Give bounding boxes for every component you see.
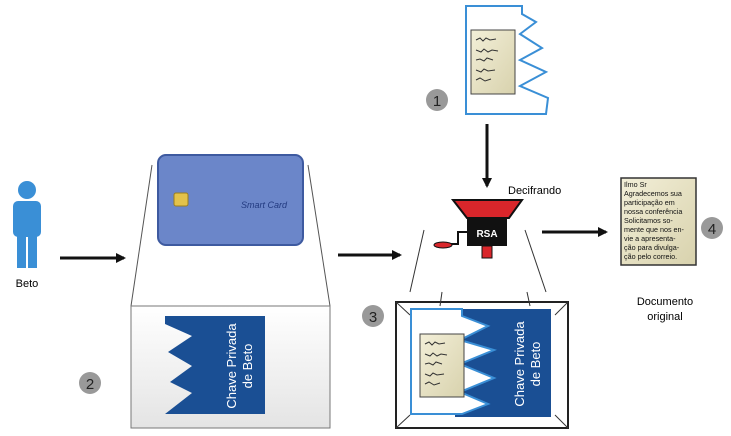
original-document-caption-1: Documento bbox=[637, 296, 693, 308]
svg-text:mente que nos en-: mente que nos en- bbox=[624, 225, 685, 234]
svg-text:4: 4 bbox=[708, 221, 716, 238]
svg-text:RSA: RSA bbox=[476, 229, 497, 240]
svg-text:vie a apresenta-: vie a apresenta- bbox=[624, 234, 676, 243]
svg-text:1: 1 bbox=[433, 93, 441, 110]
step-4-badge: 4 bbox=[701, 217, 723, 239]
private-key-box: Chave Privada de Beto bbox=[130, 305, 331, 429]
smart-card-icon: Smart Card bbox=[130, 154, 331, 307]
svg-text:de Beto: de Beto bbox=[240, 344, 255, 389]
svg-text:de Beto: de Beto bbox=[528, 342, 543, 387]
svg-text:3: 3 bbox=[369, 309, 377, 326]
svg-text:ção para divulga-: ção para divulga- bbox=[624, 243, 680, 252]
rsa-machine-icon: RSA bbox=[409, 199, 547, 293]
step-2-badge: 2 bbox=[79, 372, 101, 394]
private-key-icon bbox=[165, 316, 265, 414]
original-document-caption-2: original bbox=[647, 311, 682, 323]
step-1-badge: 1 bbox=[426, 89, 448, 111]
svg-text:nossa conferência: nossa conferência bbox=[624, 207, 682, 216]
svg-text:participação em: participação em bbox=[624, 198, 675, 207]
svg-text:Ilmo Sr: Ilmo Sr bbox=[624, 180, 647, 189]
svg-text:Agradecemos sua: Agradecemos sua bbox=[624, 189, 682, 198]
encrypted-document-icon bbox=[465, 5, 550, 115]
svg-text:Smart Card: Smart Card bbox=[241, 200, 288, 210]
step-3-badge: 3 bbox=[362, 305, 384, 327]
svg-text:2: 2 bbox=[86, 376, 94, 393]
svg-text:Chave Privada: Chave Privada bbox=[512, 321, 527, 407]
key-and-document-box: Chave Privada de Beto bbox=[395, 291, 569, 429]
svg-text:ção pelo correio.: ção pelo correio. bbox=[624, 252, 677, 261]
decrypting-label: Decifrando bbox=[508, 185, 561, 197]
svg-text:Chave Privada: Chave Privada bbox=[224, 323, 239, 409]
svg-text:Solicitamos so-: Solicitamos so- bbox=[624, 216, 673, 225]
person-label: Beto bbox=[16, 278, 39, 290]
person-icon bbox=[13, 181, 41, 268]
original-document-icon: Ilmo Sr Agradecemos sua participação em … bbox=[620, 177, 697, 266]
